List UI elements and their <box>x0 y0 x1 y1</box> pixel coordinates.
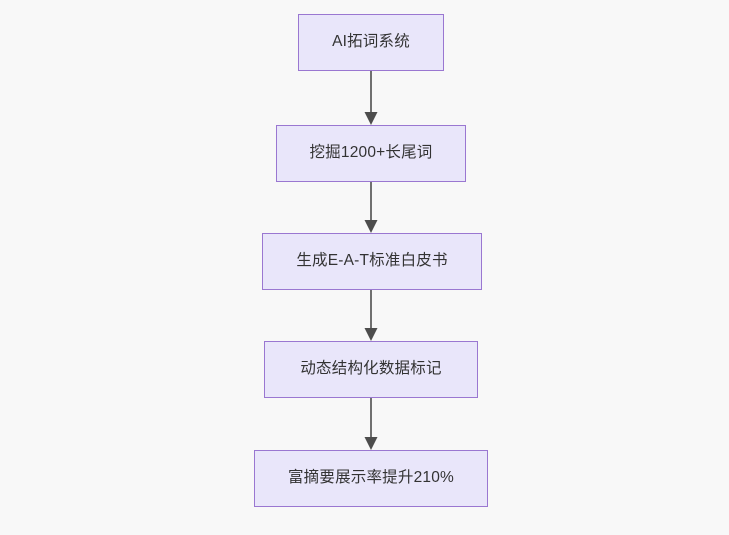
flowchart-node-rich-snippet-result[interactable]: 富摘要展示率提升210% <box>254 450 488 507</box>
flowchart-node-ai-keyword-system[interactable]: AI拓词系统 <box>298 14 444 71</box>
node-label: 生成E-A-T标准白皮书 <box>296 252 448 270</box>
flowchart-node-eat-whitepaper[interactable]: 生成E-A-T标准白皮书 <box>262 233 482 290</box>
edge-n3-n4 <box>364 290 378 341</box>
edge-n2-n3 <box>364 182 378 233</box>
flowchart-node-structured-data-markup[interactable]: 动态结构化数据标记 <box>264 341 478 398</box>
node-label: 动态结构化数据标记 <box>300 360 442 378</box>
edge-n1-n2 <box>364 71 378 125</box>
node-label: 挖掘1200+长尾词 <box>309 144 433 162</box>
flowchart-node-longtail-keywords[interactable]: 挖掘1200+长尾词 <box>276 125 466 182</box>
node-label: AI拓词系统 <box>332 33 410 51</box>
node-label: 富摘要展示率提升210% <box>287 469 455 487</box>
edge-n4-n5 <box>364 398 378 450</box>
